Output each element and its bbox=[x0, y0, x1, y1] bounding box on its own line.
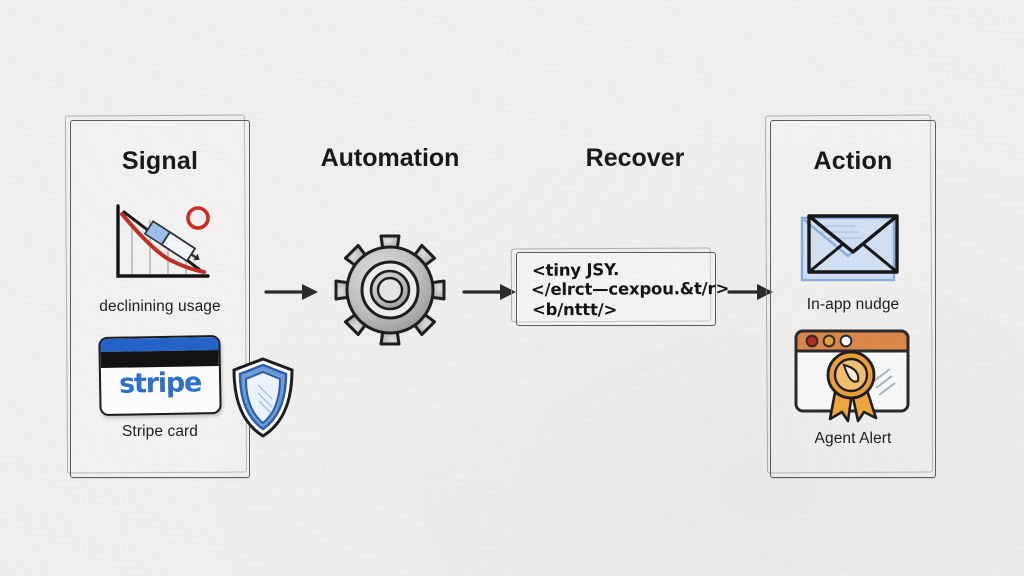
stripe-card-magnetic-band bbox=[100, 349, 219, 369]
stripe-card-icon: stripe bbox=[98, 334, 222, 417]
panel-signal-frame-inner bbox=[70, 120, 250, 478]
declining-chart-icon bbox=[100, 198, 220, 295]
code-snippet-text: <tiny JSY. </elrct—cexpou.&t/r> <b/nttt/… bbox=[516, 252, 730, 327]
item-label-declining-usage: declinining usage bbox=[99, 298, 221, 315]
panel-action-body: Action bbox=[770, 120, 936, 478]
code-line-2: </elrct—cexpou.&t/r> bbox=[530, 279, 730, 300]
envelope-icon bbox=[797, 196, 909, 291]
shield-icon bbox=[228, 355, 298, 446]
panel-signal-body: Signal bbox=[70, 120, 250, 478]
item-label-in-app-nudge: In-app nudge bbox=[806, 296, 900, 313]
code-line-3: <b/nttt/> bbox=[531, 299, 618, 320]
code-line-1: <tiny JSY. bbox=[531, 260, 620, 280]
panel-action-frame-inner bbox=[770, 120, 936, 478]
arrow-recover-to-action bbox=[727, 280, 777, 309]
panel-action: Action bbox=[764, 114, 936, 478]
arrow-automation-to-recover bbox=[462, 280, 520, 309]
item-label-agent-alert: Agent Alert bbox=[814, 430, 892, 447]
column-title-recover: Recover bbox=[585, 144, 685, 172]
column-automation: Automation bbox=[310, 144, 470, 173]
stripe-wordmark: stripe bbox=[118, 367, 202, 400]
code-snippet-icon: <tiny JSY. </elrct—cexpou.&t/r> <b/nttt/… bbox=[510, 247, 730, 327]
column-title-action: Action bbox=[813, 147, 893, 175]
item-label-stripe-card: Stripe card bbox=[121, 423, 199, 440]
browser-badge-icon bbox=[788, 325, 918, 434]
column-title-signal: Signal bbox=[121, 147, 199, 175]
column-title-automation: Automation bbox=[320, 144, 460, 172]
gear-icon bbox=[332, 232, 448, 353]
code-box-frame-inner bbox=[516, 252, 716, 326]
column-recover: Recover bbox=[555, 144, 715, 173]
arrow-signal-to-automation bbox=[264, 280, 322, 309]
panel-signal: Signal bbox=[64, 114, 250, 478]
